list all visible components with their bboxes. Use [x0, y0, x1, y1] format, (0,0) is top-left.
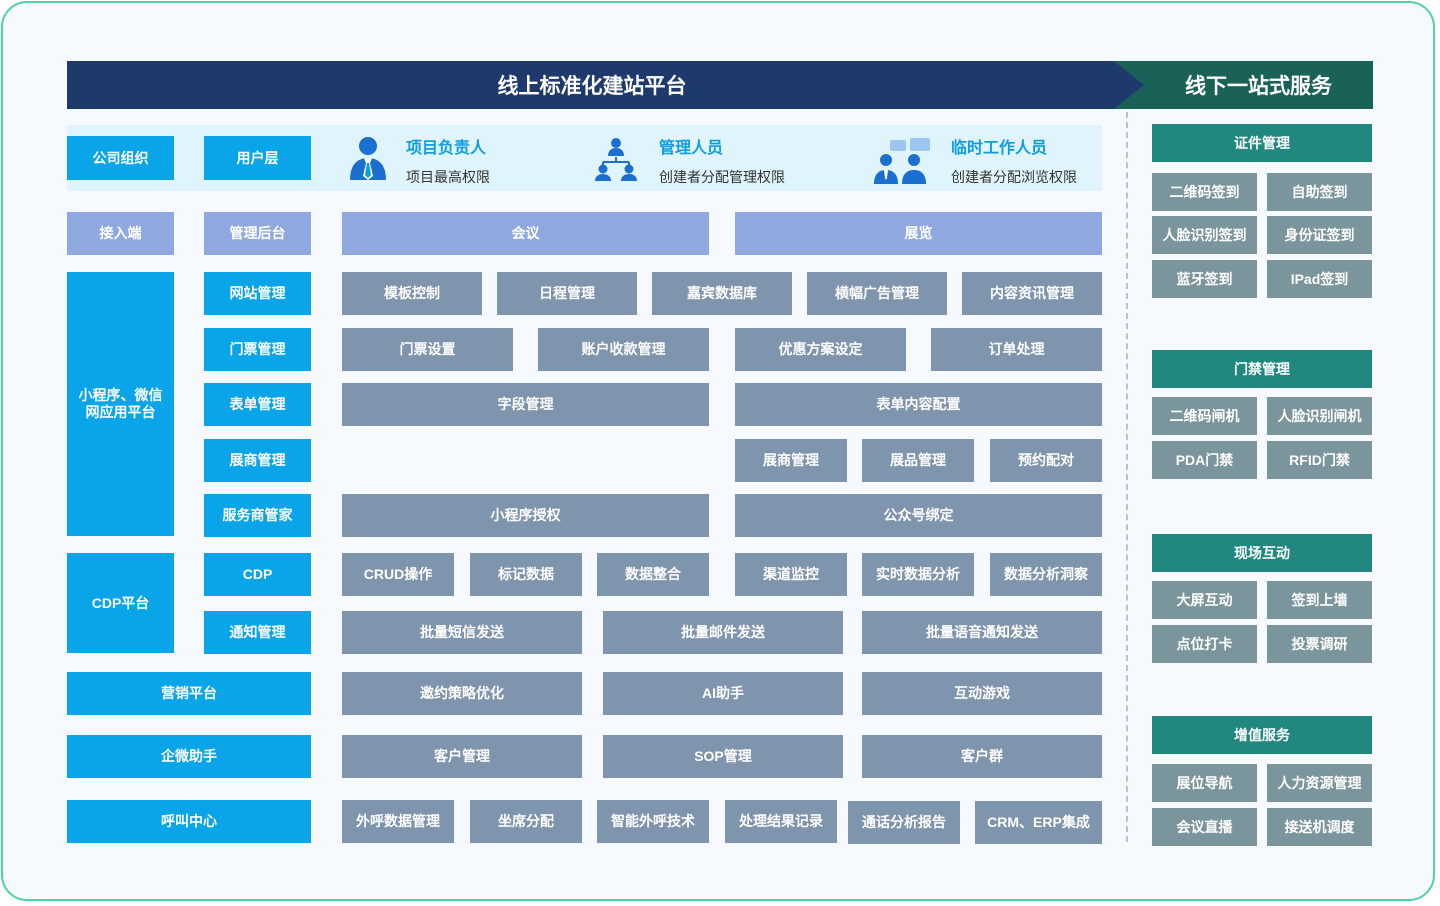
qr-gate: 二维码闸机 — [1152, 397, 1257, 435]
form-mgmt-label: 表单管理 — [204, 383, 311, 426]
result-records: 处理结果记录 — [725, 800, 837, 843]
pda-access: PDA门禁 — [1152, 441, 1257, 479]
service-keeper-label: 服务商管家 — [204, 494, 311, 537]
banner-ad-mgmt: 横幅广告管理 — [807, 272, 947, 315]
team-hierarchy-icon — [595, 138, 637, 181]
offline-service-title: 线下一站式服务 — [1185, 75, 1332, 98]
seat-allocation: 坐席分配 — [470, 800, 582, 843]
section-divider — [1126, 112, 1128, 842]
user-layer-label: 用户层 — [204, 136, 311, 180]
face-checkin: 人脸识别签到 — [1152, 216, 1257, 254]
discount-setup: 优惠方案设定 — [735, 328, 906, 371]
account-payment-mgmt: 账户收款管理 — [538, 328, 709, 371]
offline-service-banner: 线下一站式服务 — [1114, 61, 1373, 109]
mini-program-platform-label: 小程序、微信网应用平台 — [67, 272, 174, 536]
online-platform-title: 线上标准化建站平台 — [497, 75, 687, 98]
exhibitor-mgmt-label: 展商管理 — [204, 439, 311, 482]
face-gate: 人脸识别闸机 — [1267, 397, 1372, 435]
hr-mgmt: 人力资源管理 — [1267, 764, 1372, 802]
channel-monitoring: 渠道监控 — [735, 553, 847, 596]
crud-operations: CRUD操作 — [342, 553, 454, 596]
call-center-label: 呼叫中心 — [67, 800, 311, 843]
meeting-label: 会议 — [342, 212, 709, 255]
online-platform-banner: 线上标准化建站平台 — [67, 61, 1147, 109]
cdp-label: CDP — [204, 553, 311, 596]
official-account-binding: 公众号绑定 — [735, 494, 1102, 537]
bluetooth-checkin: 蓝牙签到 — [1152, 260, 1257, 298]
access-end-label: 接入端 — [67, 212, 174, 255]
exhibit-mgmt: 展品管理 — [862, 439, 974, 482]
form-content-config: 表单内容配置 — [735, 383, 1102, 426]
role-title-project-lead: 项目负责人 — [406, 140, 487, 157]
role-desc-manager: 创建者分配管理权限 — [659, 169, 785, 185]
exhibition-label: 展览 — [735, 212, 1102, 255]
meeting-livestream: 会议直播 — [1152, 808, 1257, 846]
offline-group-access-title: 门禁管理 — [1152, 350, 1372, 388]
marketing-platform-label: 营销平台 — [67, 672, 311, 715]
sop-mgmt: SOP管理 — [603, 735, 843, 778]
offline-group-value-added-title: 增值服务 — [1152, 716, 1372, 754]
content-news-mgmt: 内容资讯管理 — [962, 272, 1102, 315]
point-checkin: 点位打卡 — [1152, 625, 1257, 663]
interactive-games: 互动游戏 — [862, 672, 1102, 715]
role-desc-temp-staff: 创建者分配浏览权限 — [951, 169, 1077, 185]
qr-checkin: 二维码签到 — [1152, 173, 1257, 211]
batch-voice: 批量语音通知发送 — [862, 611, 1102, 654]
staff-chat-icon — [874, 138, 930, 184]
person-tie-icon — [350, 137, 386, 180]
customer-groups: 客户群 — [862, 735, 1102, 778]
template-control: 模板控制 — [342, 272, 482, 315]
ipad-checkin: IPad签到 — [1267, 260, 1372, 298]
mini-program-auth: 小程序授权 — [342, 494, 709, 537]
ticket-mgmt-label: 门票管理 — [204, 328, 311, 371]
realtime-analytics: 实时数据分析 — [862, 553, 974, 596]
crm-erp-integration: CRM、ERP集成 — [975, 801, 1102, 844]
admin-backend-label: 管理后台 — [204, 212, 311, 255]
id-card-checkin: 身份证签到 — [1267, 216, 1372, 254]
batch-sms: 批量短信发送 — [342, 611, 582, 654]
data-integration: 数据整合 — [597, 553, 709, 596]
offline-group-interaction-title: 现场互动 — [1152, 534, 1372, 572]
notify-mgmt-label: 通知管理 — [204, 611, 311, 654]
outbound-data-mgmt: 外呼数据管理 — [342, 800, 454, 843]
role-title-manager: 管理人员 — [659, 140, 724, 157]
schedule-mgmt: 日程管理 — [497, 272, 637, 315]
guest-database: 嘉宾数据库 — [652, 272, 792, 315]
role-desc-project-lead: 项目最高权限 — [406, 169, 490, 185]
cdp-platform-label: CDP平台 — [67, 553, 174, 653]
call-analysis-report: 通话分析报告 — [848, 801, 960, 844]
role-title-temp-staff: 临时工作人员 — [951, 140, 1048, 157]
order-processing: 订单处理 — [931, 328, 1102, 371]
voting-survey: 投票调研 — [1267, 625, 1372, 663]
website-mgmt-label: 网站管理 — [204, 272, 311, 315]
batch-email: 批量邮件发送 — [603, 611, 843, 654]
invite-strategy: 邀约策略优化 — [342, 672, 582, 715]
big-screen-interaction: 大屏互动 — [1152, 581, 1257, 619]
appointment-matching: 预约配对 — [990, 439, 1102, 482]
exhibitor-mgmt-item: 展商管理 — [735, 439, 847, 482]
wecom-assistant-label: 企微助手 — [67, 735, 311, 778]
airport-shuttle: 接送机调度 — [1267, 808, 1372, 846]
ticket-settings: 门票设置 — [342, 328, 513, 371]
self-checkin: 自助签到 — [1267, 173, 1372, 211]
rfid-access: RFID门禁 — [1267, 441, 1372, 479]
offline-group-credential-title: 证件管理 — [1152, 124, 1372, 162]
booth-navigation: 展位导航 — [1152, 764, 1257, 802]
customer-mgmt: 客户管理 — [342, 735, 582, 778]
checkin-wall: 签到上墙 — [1267, 581, 1372, 619]
field-mgmt: 字段管理 — [342, 383, 709, 426]
tag-data: 标记数据 — [470, 553, 582, 596]
data-insights: 数据分析洞察 — [990, 553, 1102, 596]
smart-outbound-tech: 智能外呼技术 — [597, 800, 709, 843]
company-org-label: 公司组织 — [67, 136, 174, 180]
ai-assistant: AI助手 — [603, 672, 843, 715]
